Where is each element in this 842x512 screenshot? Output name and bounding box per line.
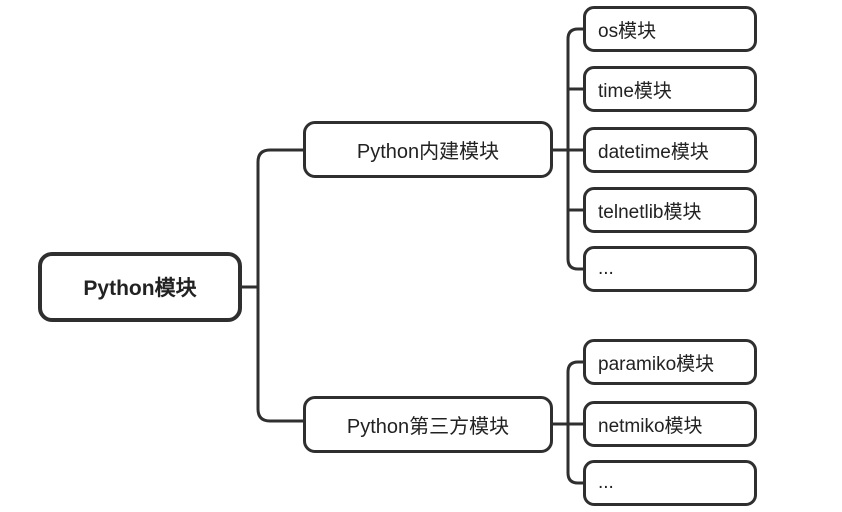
- node-thirdparty-more-label: ...: [598, 472, 614, 493]
- node-builtin-branch-label: Python内建模块: [356, 141, 500, 163]
- node-builtin-more[interactable]: ...: [583, 246, 757, 292]
- node-telnetlib-module[interactable]: telnetlib模块: [583, 187, 757, 233]
- node-thirdparty-more[interactable]: ...: [583, 460, 757, 506]
- node-time-module[interactable]: time模块: [583, 66, 757, 112]
- node-root[interactable]: Python模块: [38, 252, 242, 322]
- node-paramiko-module-label: paramiko模块: [598, 353, 715, 375]
- node-time-module-label: time模块: [598, 80, 672, 102]
- node-netmiko-module-label: netmiko模块: [598, 415, 703, 437]
- node-datetime-module[interactable]: datetime模块: [583, 127, 757, 173]
- node-root-label: Python模块: [83, 277, 197, 300]
- connector-branch-bus: [256, 148, 305, 423]
- node-builtin-branch[interactable]: Python内建模块: [303, 121, 553, 178]
- node-os-module-label: os模块: [598, 20, 657, 42]
- node-paramiko-module[interactable]: paramiko模块: [583, 339, 757, 385]
- node-builtin-more-label: ...: [598, 258, 614, 279]
- node-thirdparty-branch[interactable]: Python第三方模块: [303, 396, 553, 453]
- node-netmiko-module[interactable]: netmiko模块: [583, 401, 757, 447]
- node-thirdparty-branch-label: Python第三方模块: [346, 416, 510, 438]
- node-datetime-module-label: datetime模块: [598, 141, 709, 163]
- node-os-module[interactable]: os模块: [583, 6, 757, 52]
- node-telnetlib-module-label: telnetlib模块: [598, 201, 702, 223]
